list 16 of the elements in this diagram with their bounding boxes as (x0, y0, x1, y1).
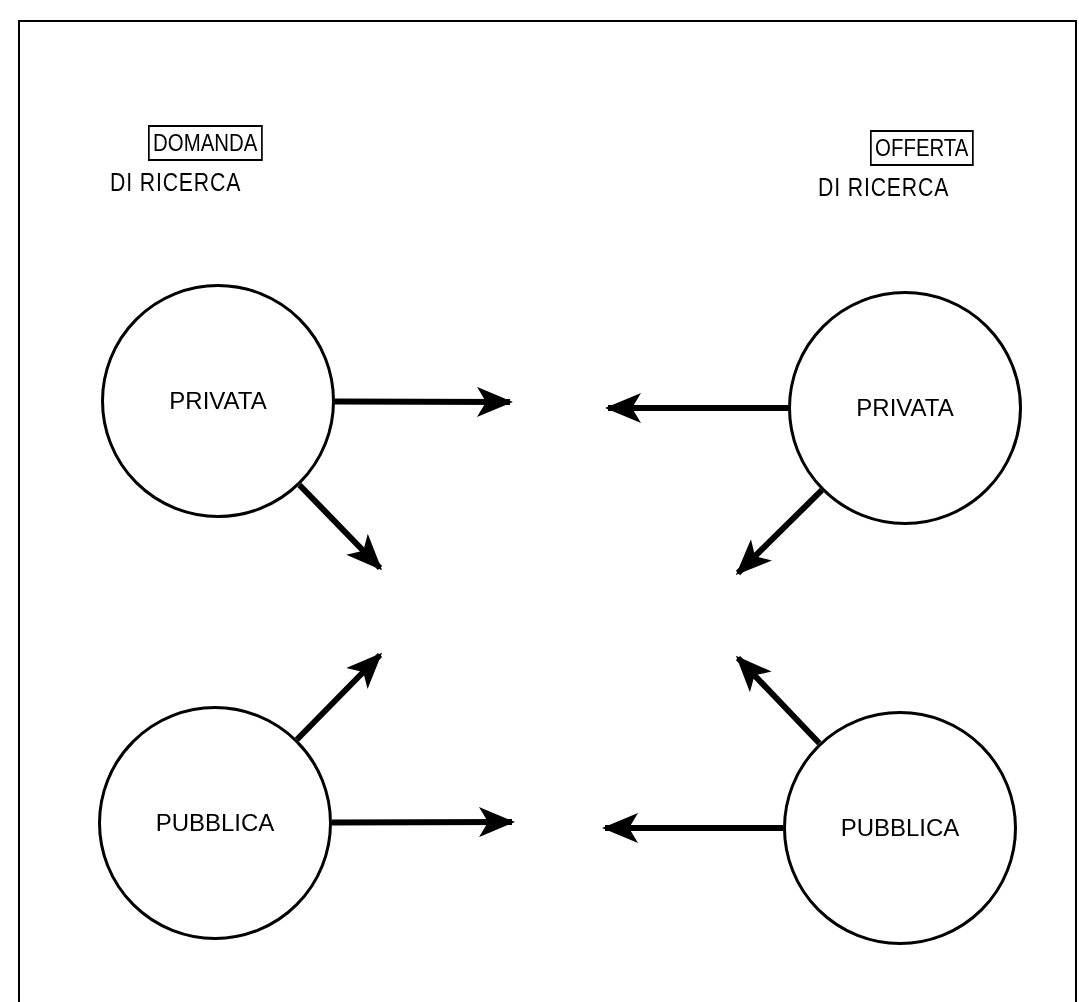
heading-box: DOMANDA (148, 125, 263, 161)
arrow (332, 807, 515, 838)
arrow (297, 482, 383, 571)
node-label: PRIVATA (856, 394, 954, 422)
arrow (294, 652, 383, 742)
node-label: PRIVATA (169, 387, 267, 415)
arrow (735, 488, 824, 576)
caption-text: DI RICERCA (110, 168, 242, 197)
arrow (335, 386, 513, 417)
node-label: PUBBLICA (840, 814, 960, 842)
arrow (735, 655, 822, 746)
heading-box: OFFERTA (870, 130, 974, 166)
caption-text: DI RICERCA (818, 173, 950, 202)
arrow (602, 813, 783, 843)
arrow (605, 393, 788, 423)
node-label: PUBBLICA (155, 809, 275, 837)
